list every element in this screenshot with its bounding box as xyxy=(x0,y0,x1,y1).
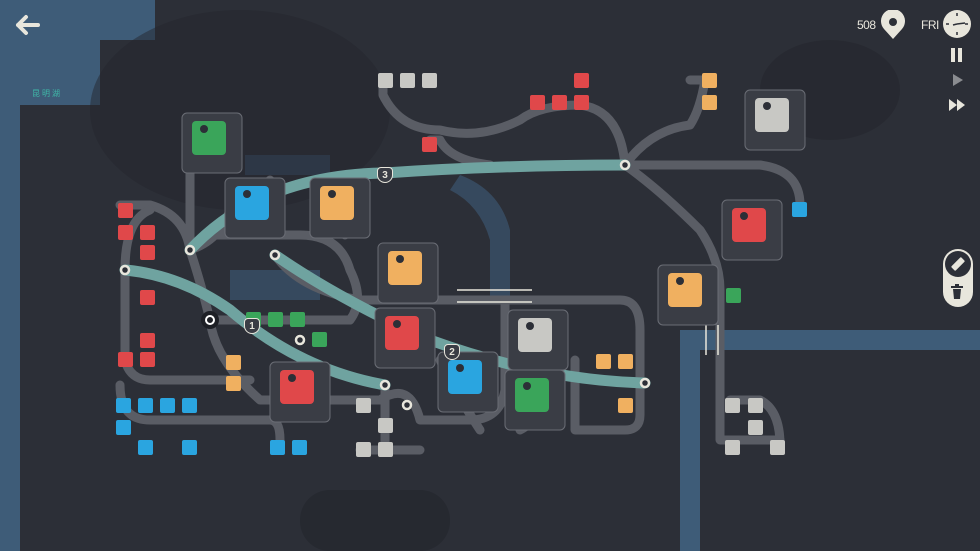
blue-house xyxy=(182,398,197,413)
gray-house xyxy=(378,73,393,88)
blue-house xyxy=(292,440,307,455)
gray-house xyxy=(770,440,785,455)
red-house xyxy=(140,352,155,367)
play-button[interactable] xyxy=(953,73,965,91)
red-house xyxy=(574,73,589,88)
gray-house xyxy=(356,398,371,413)
bridges xyxy=(457,289,719,355)
green-house xyxy=(268,312,283,327)
orange-house xyxy=(702,95,717,110)
motorway-shield-3: 3 xyxy=(377,167,393,183)
blue-house xyxy=(138,398,153,413)
green-house xyxy=(312,332,327,347)
red-house xyxy=(118,352,133,367)
green-destination xyxy=(515,378,549,412)
gray-destination xyxy=(518,318,552,352)
motorway-shield-1: 1 xyxy=(244,318,260,334)
clock-icon xyxy=(942,9,972,42)
orange-house xyxy=(596,354,611,369)
red-destination xyxy=(732,208,766,242)
demand-pin-icon xyxy=(288,374,296,382)
fast-forward-button[interactable] xyxy=(949,98,967,116)
red-house xyxy=(140,245,155,260)
gray-house xyxy=(378,442,393,457)
gray-house xyxy=(400,73,415,88)
demand-pin-icon xyxy=(523,382,531,390)
red-house xyxy=(140,333,155,348)
shadow-terrain xyxy=(90,10,900,551)
blue-house xyxy=(116,398,131,413)
orange-house xyxy=(226,355,241,370)
orange-house xyxy=(618,354,633,369)
red-house xyxy=(574,95,589,110)
red-house xyxy=(118,203,133,218)
pause-button[interactable] xyxy=(951,48,963,67)
gray-house xyxy=(356,442,371,457)
red-house xyxy=(140,225,155,240)
demand-pin-icon xyxy=(676,277,684,285)
demand-pin-icon xyxy=(740,212,748,220)
road-tool-icon xyxy=(951,257,965,271)
demand-pin-icon xyxy=(396,255,404,263)
blue-destination xyxy=(448,360,482,394)
roundabout xyxy=(201,311,219,329)
orange-destination xyxy=(388,251,422,285)
orange-destination xyxy=(668,273,702,307)
gray-house xyxy=(748,420,763,435)
blue-house xyxy=(116,420,131,435)
gray-house xyxy=(725,440,740,455)
demand-pin-icon xyxy=(526,322,534,330)
red-house xyxy=(118,225,133,240)
road-tool-button[interactable] xyxy=(945,251,971,277)
orange-house xyxy=(226,376,241,391)
map-pin-icon xyxy=(879,9,907,43)
blue-house xyxy=(792,202,807,217)
blue-house xyxy=(182,440,197,455)
red-house xyxy=(422,137,437,152)
red-destination xyxy=(280,370,314,404)
delete-tool-button[interactable] xyxy=(950,283,966,306)
demand-pin-icon xyxy=(243,190,251,198)
fast-forward-icon xyxy=(949,99,965,111)
gray-destination xyxy=(755,98,789,132)
motorway-endpoints xyxy=(119,159,651,411)
tool-panel xyxy=(943,249,973,307)
play-icon xyxy=(953,74,963,86)
motorway-shield-2: 2 xyxy=(444,344,460,360)
red-house xyxy=(530,95,545,110)
orange-destination xyxy=(320,186,354,220)
water-label: 昆明湖 xyxy=(32,89,62,98)
demand-pin-icon xyxy=(763,102,771,110)
blue-house xyxy=(160,398,175,413)
blue-destination xyxy=(235,186,269,220)
demand-pin-icon xyxy=(456,364,464,372)
red-house xyxy=(140,290,155,305)
gray-house xyxy=(422,73,437,88)
gray-house xyxy=(748,398,763,413)
demand-pin-icon xyxy=(328,190,336,198)
orange-house xyxy=(702,73,717,88)
green-house xyxy=(726,288,741,303)
back-button[interactable] xyxy=(14,14,40,36)
red-destination xyxy=(385,316,419,350)
red-house xyxy=(552,95,567,110)
green-house xyxy=(290,312,305,327)
gray-house xyxy=(378,418,393,433)
trash-icon xyxy=(951,284,963,299)
demand-pin-icon xyxy=(200,125,208,133)
motorway-1 xyxy=(119,264,391,391)
orange-house xyxy=(618,398,633,413)
blue-house xyxy=(138,440,153,455)
day-label: FRI xyxy=(921,18,939,32)
blue-house xyxy=(270,440,285,455)
pause-icon xyxy=(951,48,962,62)
score-counter: 508 xyxy=(857,18,876,32)
demand-pin-icon xyxy=(393,320,401,328)
arrow-left-icon xyxy=(16,15,40,35)
gray-house xyxy=(725,398,740,413)
green-destination xyxy=(192,121,226,155)
